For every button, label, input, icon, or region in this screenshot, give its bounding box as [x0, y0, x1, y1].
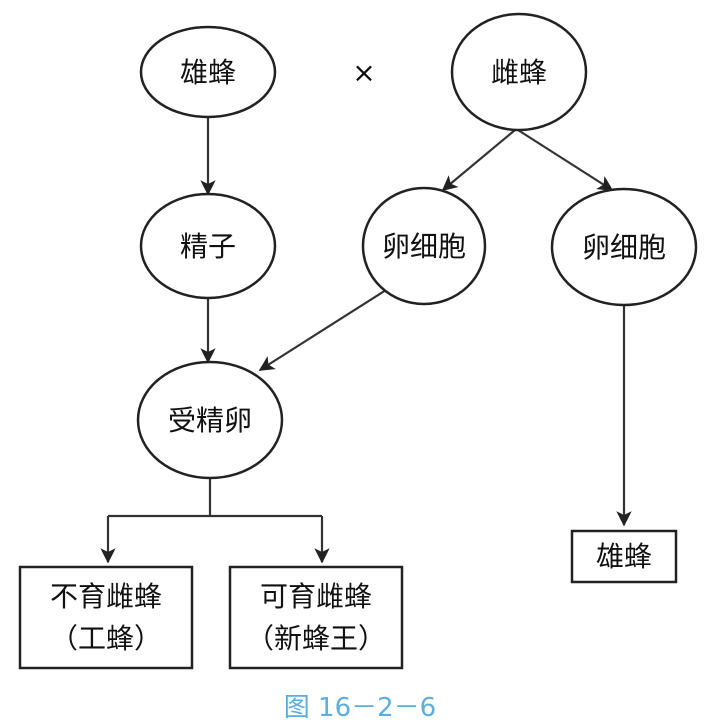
node-egg-right-label: 卵细胞: [582, 231, 666, 264]
node-male-parent-label: 雄蜂: [180, 56, 236, 89]
box-fertile-female-title: 可育雌蜂: [260, 580, 372, 613]
edge-zygote-to-split: [108, 478, 322, 518]
node-sperm: 精子: [139, 192, 277, 300]
box-sterile-female-note: （工蜂）: [50, 622, 162, 655]
edge-female-to-egg-right: [517, 129, 614, 191]
figure-caption: 图 16－2－6: [284, 693, 436, 723]
box-sterile-female: 不育雌蜂 （工蜂）: [18, 565, 194, 670]
node-egg-right: 卵细胞: [550, 187, 698, 307]
edge-egg-left-to-zygote: [258, 289, 387, 371]
node-egg-left-label: 卵细胞: [382, 230, 466, 263]
box-male-offspring: 雄蜂: [570, 529, 678, 584]
box-sterile-female-title: 不育雌蜂: [50, 580, 162, 613]
node-fertilized-egg-label: 受精卵: [168, 404, 252, 437]
edge-female-to-egg-left: [441, 129, 516, 191]
node-male-parent: 雄蜂: [139, 25, 277, 119]
box-fertile-female: 可育雌蜂 （新蜂王）: [228, 565, 404, 670]
node-fertilized-egg: 受精卵: [136, 360, 284, 480]
node-female-parent: 雌蜂: [450, 12, 588, 132]
node-sperm-label: 精子: [180, 230, 236, 263]
node-female-parent-label: 雌蜂: [491, 56, 547, 89]
node-egg-left: 卵细胞: [361, 186, 487, 306]
box-male-offspring-label: 雄蜂: [596, 540, 652, 573]
box-fertile-female-note: （新蜂王）: [246, 622, 386, 655]
cross-symbol: ×: [352, 56, 375, 89]
